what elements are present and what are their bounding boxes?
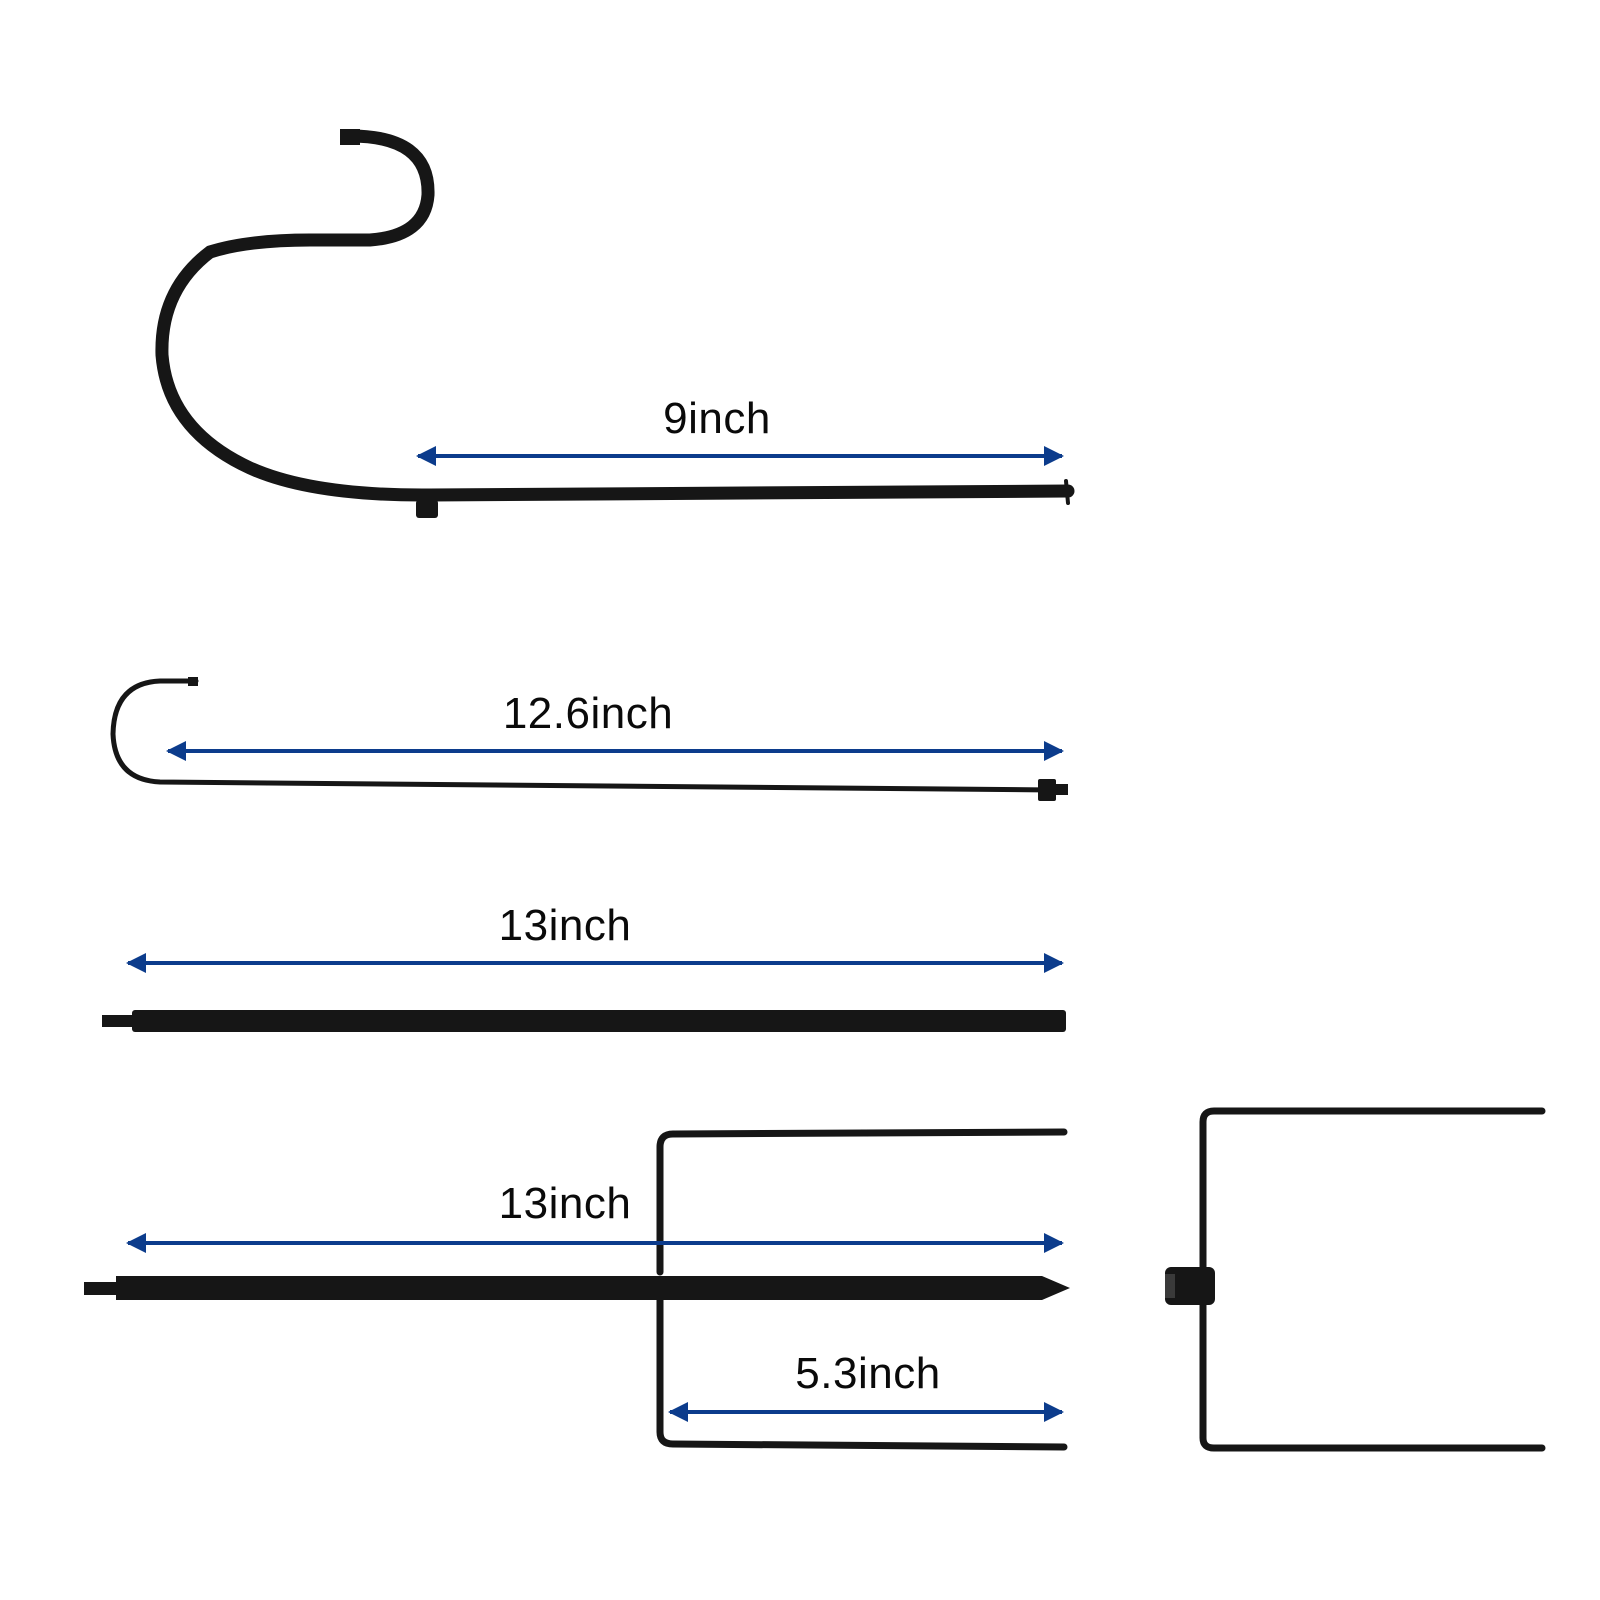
s-hook-rod xyxy=(155,129,1075,502)
fork-lower-prong xyxy=(656,1284,1068,1451)
j-hook-arm xyxy=(110,677,1068,801)
fork-frame xyxy=(656,1128,1068,1451)
spike-thread xyxy=(84,1282,118,1295)
fork-upper-prong xyxy=(656,1128,1068,1276)
dimension-9inch: 9inch xyxy=(416,394,1064,466)
dimension-label-12-6inch: 12.6inch xyxy=(503,689,673,738)
dimension-label-13inch-spike: 13inch xyxy=(499,1179,632,1228)
fork-stake-side-view xyxy=(1165,1107,1546,1452)
ground-spike-with-fork xyxy=(84,1128,1070,1451)
dimension-label-9inch: 9inch xyxy=(663,394,771,443)
straight-pole xyxy=(102,1010,1066,1032)
j-hook-tip xyxy=(188,677,198,686)
dimension-12-6inch: 12.6inch xyxy=(166,689,1064,761)
dimension-5-3inch: 5.3inch xyxy=(668,1349,1064,1422)
fork-stake-collar-hole xyxy=(1165,1274,1175,1298)
s-hook-end xyxy=(1064,479,1070,505)
j-hook-rod xyxy=(110,678,1055,793)
dimension-13inch-spike: 13inch xyxy=(126,1179,1064,1253)
dimension-13inch-pole: 13inch xyxy=(126,901,1064,973)
j-hook-thread xyxy=(1056,784,1068,795)
dimension-label-13inch-pole: 13inch xyxy=(499,901,632,950)
j-hook-nut xyxy=(1038,779,1056,801)
spike-body xyxy=(116,1276,1070,1300)
dimension-label-5-3inch: 5.3inch xyxy=(795,1349,940,1398)
s-hook-top-arm xyxy=(155,129,1075,518)
s-hook-tip xyxy=(340,129,360,145)
s-hook-bolt xyxy=(416,500,438,518)
straight-pole-thread xyxy=(102,1015,134,1027)
fork-stake-frame xyxy=(1199,1107,1546,1452)
fork-stake-collar xyxy=(1165,1267,1215,1305)
straight-pole-body xyxy=(132,1010,1066,1032)
